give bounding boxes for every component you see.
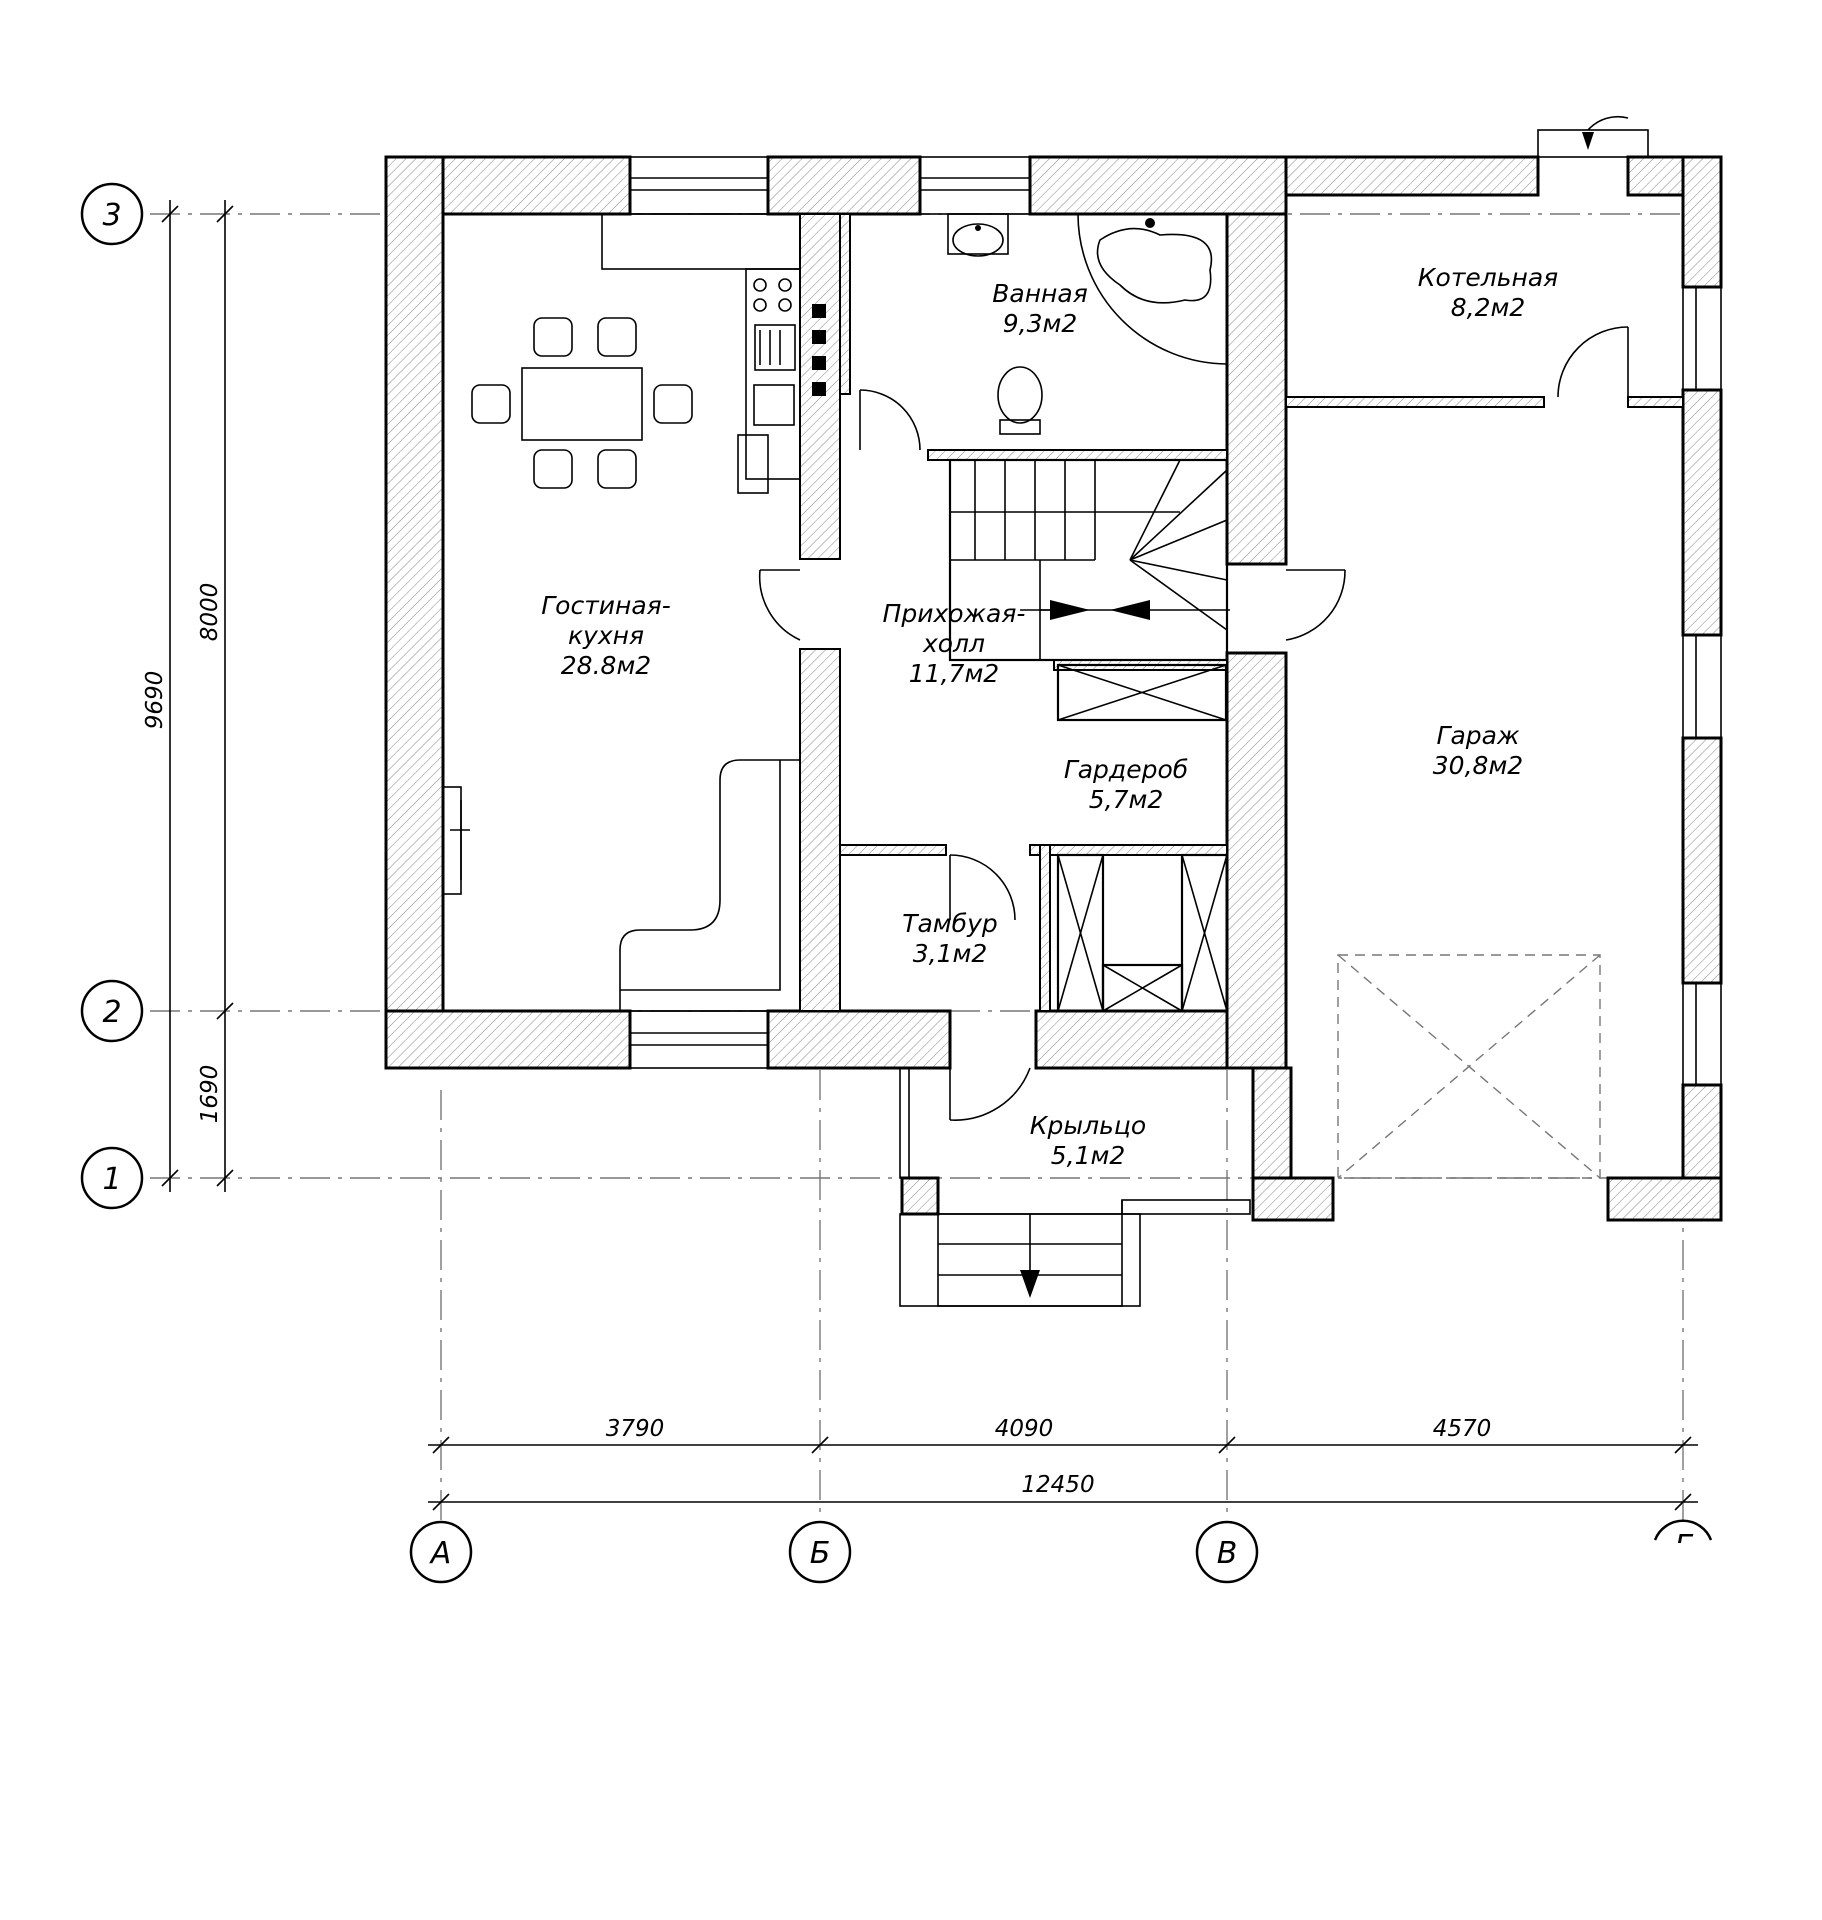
fireplace (442, 786, 470, 895)
room-area-vannaya: 9,3м2 (1003, 309, 1078, 338)
dim-vertical-upper: 8000 (197, 583, 223, 642)
dim-horizontal-3: 4570 (1433, 1416, 1492, 1442)
dim-horizontal-total: 12450 (1021, 1472, 1094, 1498)
dim-horizontal-1: 3790 (606, 1416, 665, 1442)
room-name-garderob: Гардероб (1064, 755, 1188, 784)
sofa (619, 759, 801, 1012)
dim-vertical-lower: 1690 (197, 1065, 223, 1124)
axis-col-v: В (1217, 1536, 1238, 1571)
room-name-krylco: Крыльцо (1030, 1111, 1146, 1140)
room-name-kotelnaya: Котельная (1418, 263, 1558, 292)
room-area-garazh: 30,8м2 (1433, 751, 1523, 780)
porch-steps (899, 1067, 1251, 1307)
axis-bubbles-columns: А Б В Г (409, 1519, 1713, 1584)
axis-bubbles-rows: 3 2 1 (80, 182, 144, 1210)
axis-col-a: А (429, 1536, 452, 1571)
kitchen-fixtures (601, 213, 801, 494)
stairs (948, 458, 1230, 662)
room-area-gostinaya: 28.8м2 (561, 651, 651, 680)
room-name-prihozhaya-2: холл (922, 629, 985, 658)
axis-row-2: 2 (102, 995, 121, 1030)
axis-col-b: Б (810, 1536, 831, 1571)
axis-lines (150, 213, 1700, 1520)
windows (629, 115, 1722, 1086)
dim-horizontal-2: 4090 (995, 1416, 1054, 1442)
bath-fixtures (947, 213, 1228, 435)
room-name-gostinaya-2: кухня (568, 621, 644, 650)
room-area-prihozhaya: 11,7м2 (909, 659, 999, 688)
room-area-krylco: 5,1м2 (1051, 1141, 1126, 1170)
dining-table (471, 317, 693, 489)
horizontal-dimensions: 3790 4090 4570 12450 (428, 1416, 1698, 1511)
axis-col-g: Г (1675, 1529, 1694, 1564)
interior-walls (799, 213, 1684, 1012)
room-name-prihozhaya-1: Прихожая- (883, 599, 1026, 628)
room-area-tambur: 3,1м2 (913, 939, 988, 968)
wardrobe-shelves (1056, 663, 1229, 1013)
axis-row-3: 3 (102, 198, 121, 233)
garage-car-space (1337, 954, 1601, 1179)
vertical-dimensions: 9690 8000 1690 (142, 200, 234, 1192)
room-name-tambur: Тамбур (902, 909, 998, 938)
room-name-vannaya: Ванная (992, 279, 1088, 308)
room-name-garazh: Гараж (1437, 721, 1520, 750)
exterior-walls (384, 155, 1723, 1222)
room-area-garderob: 5,7м2 (1089, 785, 1164, 814)
room-labels: Ванная 9,3м2 Котельная 8,2м2 Гостиная- к… (541, 263, 1558, 1170)
doors (758, 326, 1629, 1121)
axis-row-1: 1 (102, 1162, 121, 1197)
dim-vertical-total: 9690 (142, 671, 168, 730)
room-area-kotelnaya: 8,2м2 (1451, 293, 1526, 322)
room-name-gostinaya-1: Гостиная- (541, 591, 671, 620)
